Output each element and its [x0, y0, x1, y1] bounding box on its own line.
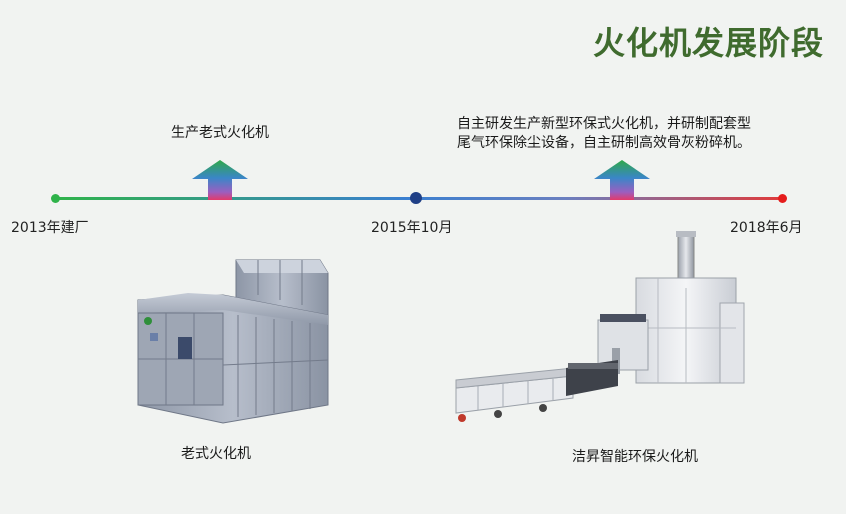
page-title: 火化机发展阶段	[592, 24, 824, 62]
event-new-machine-line-1: 自主研发生产新型环保式火化机，并研制配套型	[457, 116, 751, 132]
timeline-end-dot	[778, 194, 787, 203]
event-new-machine-line-2: 尾气环保除尘设备，自主研制高效骨灰粉碎机。	[457, 135, 751, 151]
timeline-mid-dot	[410, 192, 422, 204]
event-new-machine: 自主研发生产新型环保式火化机，并研制配套型 尾气环保除尘设备，自主研制高效骨灰粉…	[457, 115, 817, 153]
caption-old-machine: 老式火化机	[181, 446, 251, 462]
timeline-start-dot	[51, 194, 60, 203]
up-arrow-icon	[192, 160, 248, 200]
old-cremator-image	[137, 259, 329, 424]
date-2013: 2013年建厂	[11, 220, 89, 236]
caption-new-machine: 洁昇智能环保火化机	[572, 449, 698, 465]
new-cremator-image	[455, 231, 745, 422]
date-2015: 2015年10月	[371, 220, 453, 236]
date-2018: 2018年6月	[730, 220, 803, 236]
up-arrow-icon	[594, 160, 650, 200]
event-old-machine: 生产老式火化机	[171, 125, 269, 141]
